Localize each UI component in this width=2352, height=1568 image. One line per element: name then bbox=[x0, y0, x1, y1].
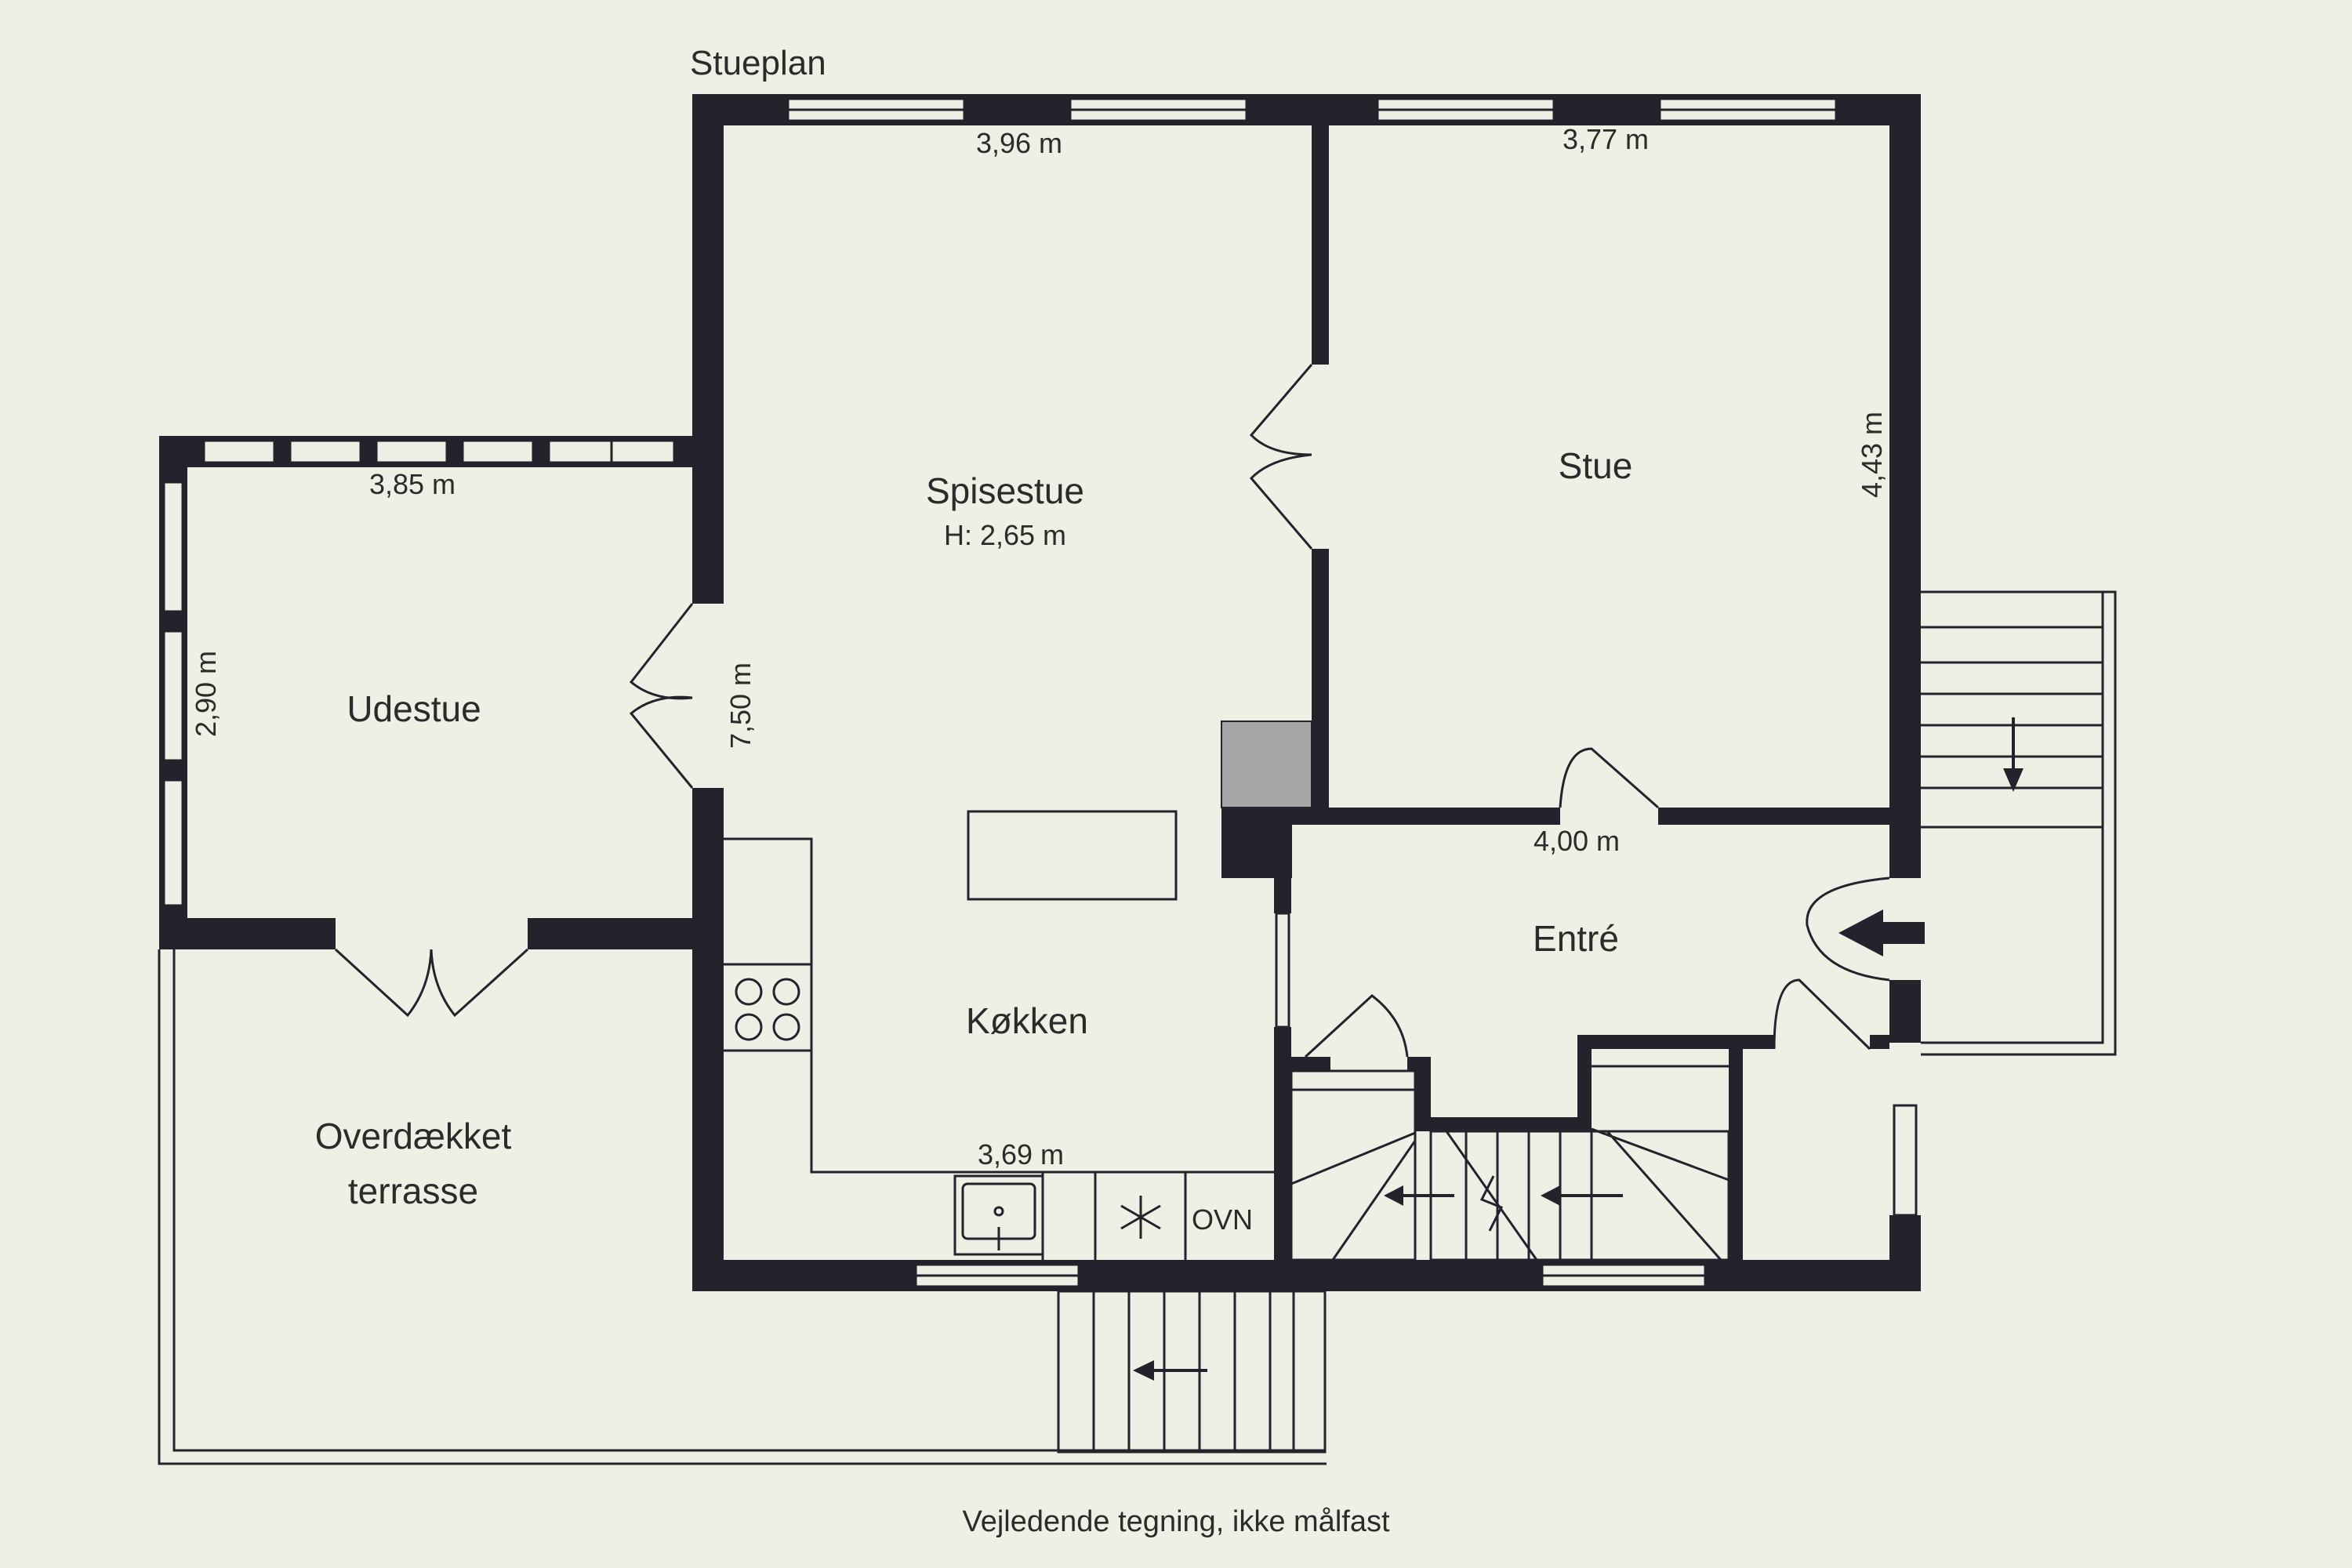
staircase bbox=[1290, 1065, 1730, 1261]
entrance-arrow-icon bbox=[1838, 909, 1925, 956]
dim-koekken-width: 3,69 m bbox=[978, 1138, 1064, 1171]
room-label-koekken: Køkken bbox=[966, 1000, 1088, 1041]
arrow-left-icon bbox=[1384, 1185, 1454, 1206]
doors bbox=[334, 364, 1890, 1058]
plan-title: Stueplan bbox=[690, 44, 826, 82]
interior-walls bbox=[1221, 125, 1889, 1260]
kitchen-fixtures: OVN bbox=[724, 810, 1274, 1260]
dim-spisestue-width: 3,96 m bbox=[976, 127, 1062, 159]
dim-spisestue-length: 7,50 m bbox=[724, 662, 757, 749]
snowflake-icon bbox=[1120, 1196, 1161, 1239]
terrace-steps bbox=[1057, 1290, 1327, 1454]
dim-udestue-width: 3,85 m bbox=[369, 468, 456, 500]
room-label-entre: Entré bbox=[1533, 918, 1619, 959]
entrance-steps bbox=[1838, 590, 2117, 1056]
dim-udestue-depth: 2,90 m bbox=[190, 651, 222, 737]
arrow-left-icon bbox=[1133, 1360, 1207, 1381]
sink-icon bbox=[953, 1174, 1044, 1256]
chimney bbox=[1221, 720, 1312, 808]
dim-stue-depth: 4,43 m bbox=[1856, 412, 1888, 498]
stove-icon bbox=[735, 978, 800, 1041]
top-windows bbox=[786, 97, 1838, 122]
oven-label: OVN bbox=[1192, 1203, 1253, 1236]
room-label-stue: Stue bbox=[1559, 445, 1633, 486]
right-window bbox=[1893, 1104, 1918, 1217]
room-label-terrasse-line2: terrasse bbox=[348, 1171, 478, 1211]
bottom-windows bbox=[914, 1263, 1707, 1288]
room-label-spisestue: Spisestue bbox=[926, 470, 1084, 511]
room-label-terrasse-line1: Overdækket bbox=[315, 1116, 512, 1156]
arrow-left-icon bbox=[1541, 1185, 1623, 1206]
arrow-down-icon bbox=[2003, 717, 2024, 792]
footer-note: Vejledende tegning, ikke målfast bbox=[962, 1505, 1389, 1538]
udestue-walls bbox=[159, 436, 692, 949]
room-height-spisestue: H: 2,65 m bbox=[944, 519, 1066, 551]
room-label-udestue: Udestue bbox=[347, 688, 481, 729]
dim-entre-width: 4,00 m bbox=[1534, 825, 1620, 857]
terrace-outline bbox=[158, 949, 1327, 1465]
dim-stue-width: 3,77 m bbox=[1563, 123, 1649, 155]
